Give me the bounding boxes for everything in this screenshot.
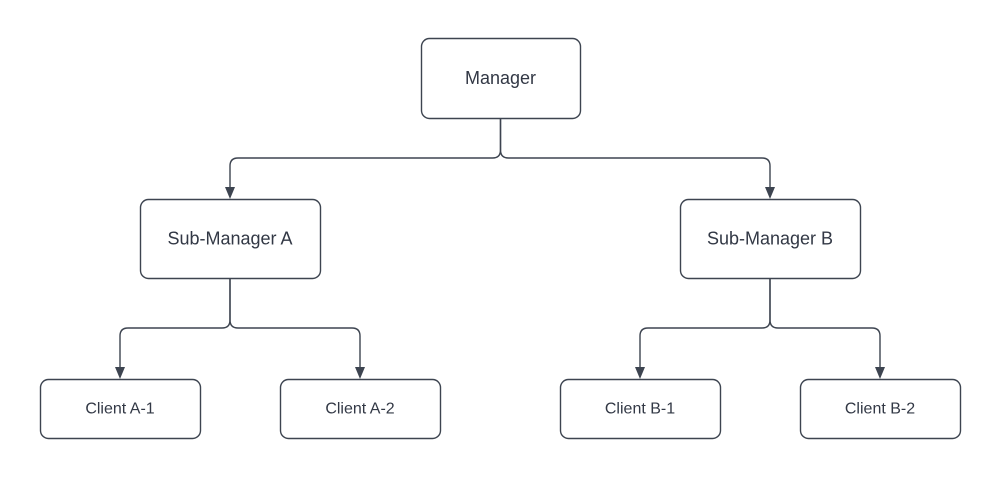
edge-line [229, 118, 502, 187]
node-label: Sub-Manager A [167, 228, 292, 248]
node-box[interactable] [420, 37, 582, 120]
node-client-b-2[interactable]: Client B-2 [799, 378, 962, 440]
edge-line [639, 278, 771, 367]
edge-manager-to-sub-a [225, 118, 502, 199]
arrowhead-icon [355, 367, 365, 379]
node-manager[interactable]: Manager [420, 37, 582, 120]
edge-manager-to-sub-b [499, 118, 775, 199]
arrowhead-icon [225, 187, 235, 199]
node-box[interactable] [39, 378, 202, 440]
edge-sub-a-to-client-a-1 [115, 278, 231, 379]
node-client-b-1[interactable]: Client B-1 [559, 378, 722, 440]
edge-sub-b-to-client-b-2 [769, 278, 885, 379]
node-box[interactable] [559, 378, 722, 440]
node-label: Client B-2 [845, 401, 915, 418]
edge-sub-a-to-client-a-2 [229, 278, 365, 379]
node-box[interactable] [679, 198, 862, 280]
node-sub-manager-b[interactable]: Sub-Manager B [679, 198, 862, 280]
edge-sub-b-to-client-b-1 [635, 278, 771, 379]
node-label: Client A-1 [85, 401, 154, 418]
node-sub-manager-a[interactable]: Sub-Manager A [139, 198, 322, 280]
node-label: Client B-1 [605, 401, 675, 418]
node-label: Client A-2 [325, 401, 394, 418]
edge-layer [115, 118, 885, 379]
arrowhead-icon [765, 187, 775, 199]
node-box[interactable] [139, 198, 322, 280]
arrowhead-icon [115, 367, 125, 379]
arrowhead-icon [875, 367, 885, 379]
edge-line [229, 278, 361, 367]
node-box[interactable] [279, 378, 442, 440]
node-label: Manager [465, 68, 536, 88]
node-client-a-1[interactable]: Client A-1 [39, 378, 202, 440]
node-box[interactable] [799, 378, 962, 440]
edge-line [499, 118, 771, 187]
node-client-a-2[interactable]: Client A-2 [279, 378, 442, 440]
edge-line [769, 278, 881, 367]
arrowhead-icon [635, 367, 645, 379]
edge-line [119, 278, 231, 367]
node-label: Sub-Manager B [707, 228, 833, 248]
